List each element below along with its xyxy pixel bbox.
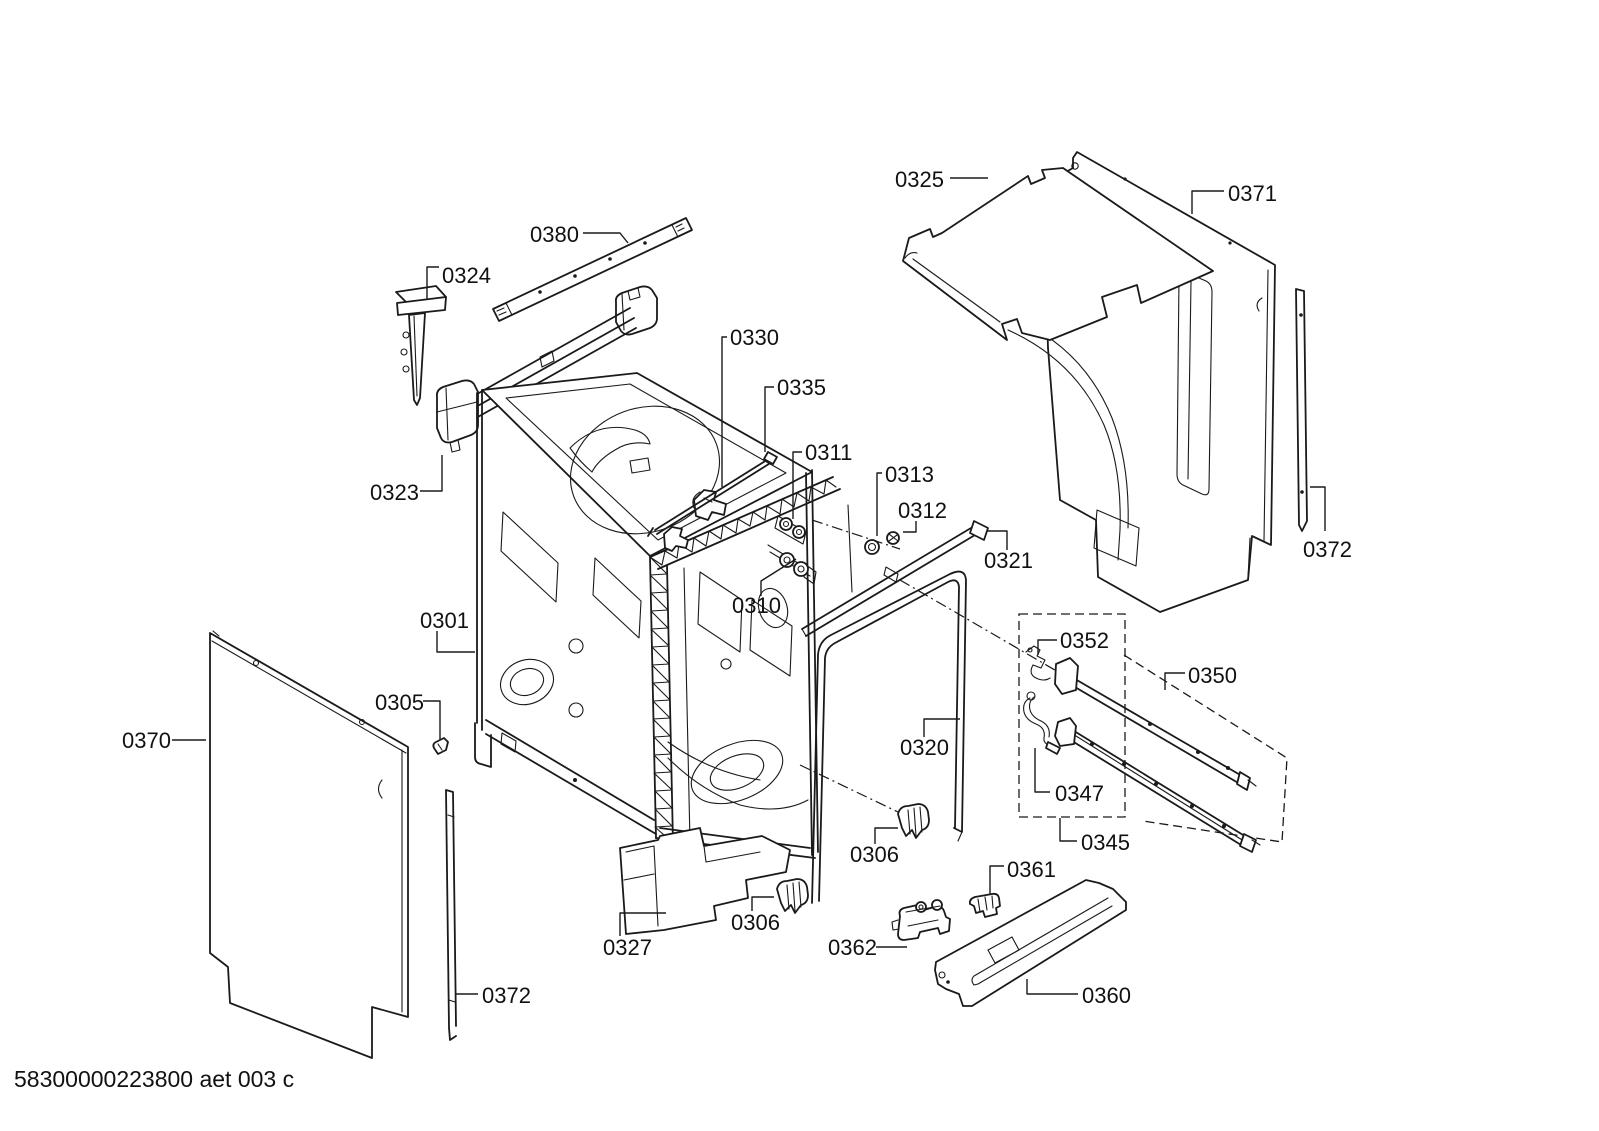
part-0323-foam-block-and-bar xyxy=(435,285,658,453)
callout-0335: 0335 xyxy=(777,375,826,400)
part-0330-clamp xyxy=(663,489,727,552)
part-0325-top-insulation-mat xyxy=(902,167,1214,341)
callout-0371: 0371 xyxy=(1228,181,1277,206)
callout-0362: 0362 xyxy=(828,935,877,960)
projection-line-upper xyxy=(899,579,1061,674)
callout-0372-right: 0372 xyxy=(1303,537,1352,562)
document-number: 58300000223800 aet 003 c xyxy=(14,1066,294,1092)
callout-0321: 0321 xyxy=(984,548,1033,573)
group-0345-rail-kit xyxy=(1018,613,1288,853)
part-0372-seal-strip-right xyxy=(1295,288,1308,532)
callout-0352: 0352 xyxy=(1060,628,1109,653)
callout-0301: 0301 xyxy=(420,608,469,633)
part-0313-washer xyxy=(811,519,901,555)
part-0335-rod xyxy=(647,451,778,537)
part-0345-rail-lower xyxy=(1054,717,1261,853)
callout-0370: 0370 xyxy=(122,728,171,753)
callout-0361: 0361 xyxy=(1007,857,1056,882)
callout-0312: 0312 xyxy=(898,498,947,523)
part-0324-fixing-bracket xyxy=(395,285,447,406)
part-0372-seal-strip-left xyxy=(445,789,457,1041)
part-0312-screw xyxy=(886,531,900,545)
part-0380-sound-mat-strip xyxy=(492,217,693,322)
callout-0327: 0327 xyxy=(603,935,652,960)
part-0306-clip xyxy=(897,803,930,839)
callout-0350: 0350 xyxy=(1188,663,1237,688)
callout-0313: 0313 xyxy=(885,462,934,487)
callout-0323: 0323 xyxy=(370,480,419,505)
callout-0306-lower: 0306 xyxy=(731,910,780,935)
callout-0372-left: 0372 xyxy=(482,983,531,1008)
projection-line-lower xyxy=(799,764,899,813)
callout-labels: 0325 0371 0380 0324 0330 0335 0311 0313 … xyxy=(122,167,1352,1008)
callout-0380: 0380 xyxy=(530,222,579,247)
part-0347-cord xyxy=(1023,691,1061,755)
part-0362-latch xyxy=(891,899,951,941)
part-0306-clip-lower xyxy=(776,878,809,914)
part-0327-base-fascia xyxy=(619,827,791,935)
callout-leader-lines xyxy=(172,177,1326,995)
part-0321-sill-strip xyxy=(801,520,989,637)
part-0305-clip xyxy=(432,737,449,755)
callout-0345: 0345 xyxy=(1081,830,1130,855)
part-0361-clip xyxy=(968,892,1001,918)
callout-0311: 0311 xyxy=(805,440,852,465)
callout-0310: 0310 xyxy=(732,593,781,618)
callout-0306-upper: 0306 xyxy=(850,842,899,867)
part-0370-door-panel xyxy=(209,630,409,1059)
callout-0347: 0347 xyxy=(1055,781,1104,806)
part-0301-tub-cabinet xyxy=(474,372,853,859)
callout-0320: 0320 xyxy=(900,735,949,760)
callout-0325: 0325 xyxy=(895,167,944,192)
callout-0305: 0305 xyxy=(375,690,424,715)
callout-0324: 0324 xyxy=(442,263,491,288)
callout-0360: 0360 xyxy=(1082,983,1131,1008)
part-0320-door-seal-frame xyxy=(811,570,967,904)
part-0360-base-panel xyxy=(934,879,1127,1007)
part-0352-cord-hook xyxy=(1025,645,1051,681)
part-0350-rail-upper xyxy=(1054,657,1257,791)
callout-0330: 0330 xyxy=(730,325,779,350)
